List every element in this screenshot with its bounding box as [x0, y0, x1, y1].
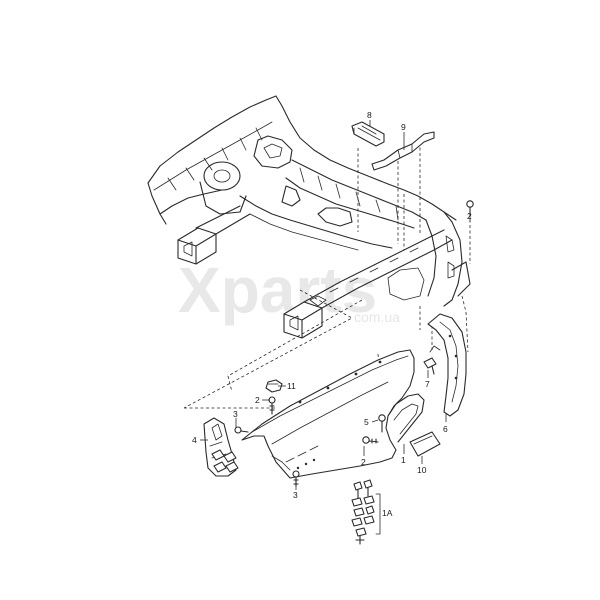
screw-5 — [378, 414, 386, 433]
part-10-pad — [409, 431, 441, 457]
callout-4: 4 — [192, 435, 197, 445]
part-6-liner — [427, 313, 467, 417]
callout-9: 9 — [401, 122, 406, 132]
callout-3-bracket: 3 — [233, 409, 238, 419]
part-4-bracket — [203, 417, 239, 477]
screw-3-bracket — [234, 426, 249, 434]
bolt-2-lower — [362, 436, 379, 444]
callout-6: 6 — [443, 424, 448, 434]
clip-7 — [423, 345, 441, 375]
callout-2-left: 2 — [255, 395, 260, 405]
callout-5: 5 — [364, 417, 369, 427]
callout-1: 1 — [401, 455, 406, 465]
part-11-cap — [265, 379, 283, 393]
callout-11: 11 — [287, 381, 296, 391]
callout-2-lower: 2 — [361, 457, 366, 467]
callout-7: 7 — [425, 379, 430, 389]
part-9-bracket — [371, 131, 435, 171]
screw-3-lower — [292, 470, 300, 487]
bolt-2-left — [268, 396, 276, 415]
watermark-domain: com.ua — [354, 309, 400, 325]
callout-3-lower: 3 — [293, 490, 298, 500]
part-1a-fastener-kit — [351, 479, 381, 545]
part-1-fender — [241, 349, 425, 479]
callout-1a: 1A — [382, 508, 393, 518]
front-body-structure — [147, 95, 471, 339]
callout-2-upper: 2 — [467, 211, 472, 221]
callout-labels: 8 9 2 11 2 3 4 7 5 6 2 1 10 3 1A — [192, 110, 472, 518]
callout-8: 8 — [367, 110, 372, 120]
part-8-clip — [351, 121, 385, 147]
fasteners — [234, 200, 474, 487]
watermark: Xparts com.ua — [178, 254, 400, 326]
watermark-brand: Xparts — [178, 254, 377, 326]
callout-10: 10 — [417, 465, 427, 475]
bolt-2-upper — [466, 200, 474, 217]
callout-leaders — [200, 120, 471, 490]
